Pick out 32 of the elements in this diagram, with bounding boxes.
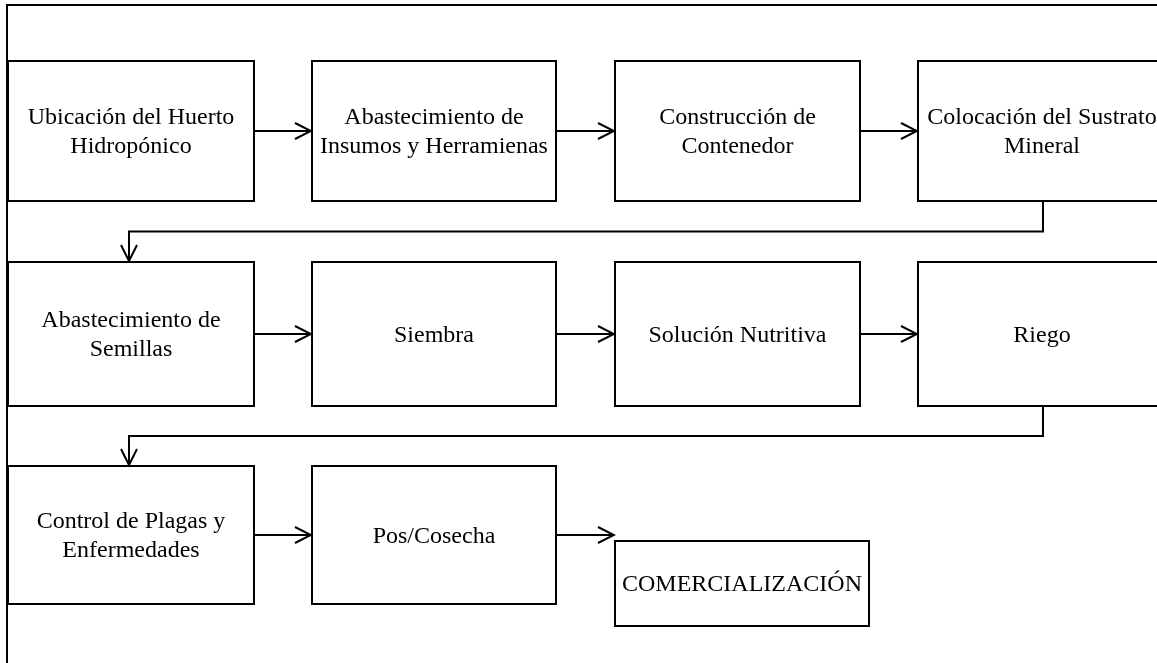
- step-label: Colocación del Sustrato Mineral: [926, 102, 1157, 160]
- step-label: Construcción de Contenedor: [658, 102, 817, 160]
- step-label: Ubicación del Huerto Hidropónico: [26, 102, 236, 160]
- arrow: [860, 122, 918, 140]
- arrow: [254, 325, 312, 343]
- process-box: [7, 60, 255, 202]
- step-label: Riego: [1013, 319, 1071, 349]
- process-box: [614, 261, 861, 407]
- process-box: [7, 261, 255, 407]
- arrow: [860, 325, 918, 343]
- process-box: [311, 465, 557, 605]
- arrow: [556, 122, 615, 140]
- process-box: [917, 261, 1157, 407]
- step-label: Control de Plagas y Enfermedades: [35, 506, 227, 564]
- process-box: [311, 261, 557, 407]
- process-box: [614, 60, 861, 202]
- step-label: Solución Nutritiva: [648, 319, 827, 349]
- process-box: [614, 540, 870, 627]
- step-label: Abastecimiento de Insumos y Herramienas: [319, 102, 549, 160]
- step-label: Abastecimiento de Semillas: [40, 305, 222, 363]
- step-label: COMERCIALIZACIÓN: [622, 569, 862, 598]
- step-label: Siembra: [394, 319, 474, 349]
- arrow: [120, 406, 1044, 466]
- arrow: [556, 526, 615, 544]
- arrow: [254, 526, 312, 544]
- arrow: [120, 201, 1044, 262]
- step-label: Pos/Cosecha: [372, 520, 496, 550]
- arrow: [254, 122, 312, 140]
- process-box: [7, 465, 255, 605]
- process-box: [917, 60, 1157, 202]
- process-box: [311, 60, 557, 202]
- arrow: [556, 325, 615, 343]
